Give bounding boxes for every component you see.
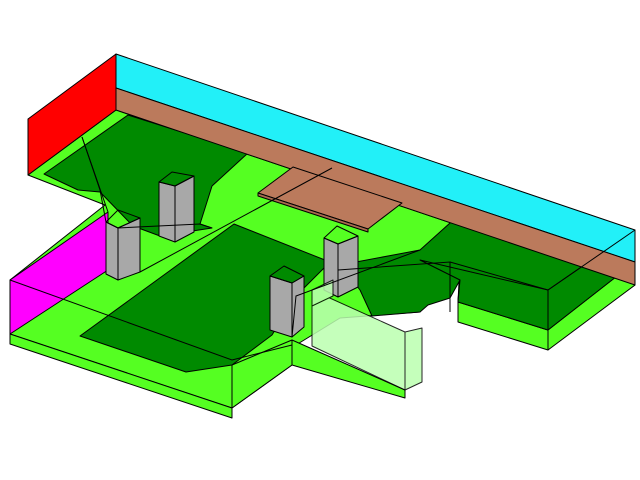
box-side — [404, 327, 423, 391]
raised-platform[interactable] — [257, 166, 403, 233]
column-1[interactable] — [105, 209, 141, 281]
wireframe-edges — [9, 136, 636, 408]
slab-front-left[interactable] — [9, 333, 233, 419]
column-3-front — [269, 275, 293, 338]
column-2-top — [158, 171, 195, 187]
side-wall-red[interactable] — [27, 53, 117, 176]
column-4-top — [323, 225, 359, 245]
column-4-side — [337, 235, 359, 298]
column-1-front — [105, 221, 119, 281]
column-2-side — [174, 175, 195, 243]
column-3-side — [291, 275, 305, 338]
column-2[interactable] — [158, 171, 195, 243]
column-1-top — [105, 209, 141, 229]
platform-edge[interactable] — [257, 192, 369, 233]
column-3[interactable] — [269, 265, 305, 338]
transparent-box[interactable] — [311, 279, 423, 391]
column-3-top — [269, 265, 305, 284]
box-left — [311, 279, 334, 307]
column-2-front — [158, 181, 176, 243]
